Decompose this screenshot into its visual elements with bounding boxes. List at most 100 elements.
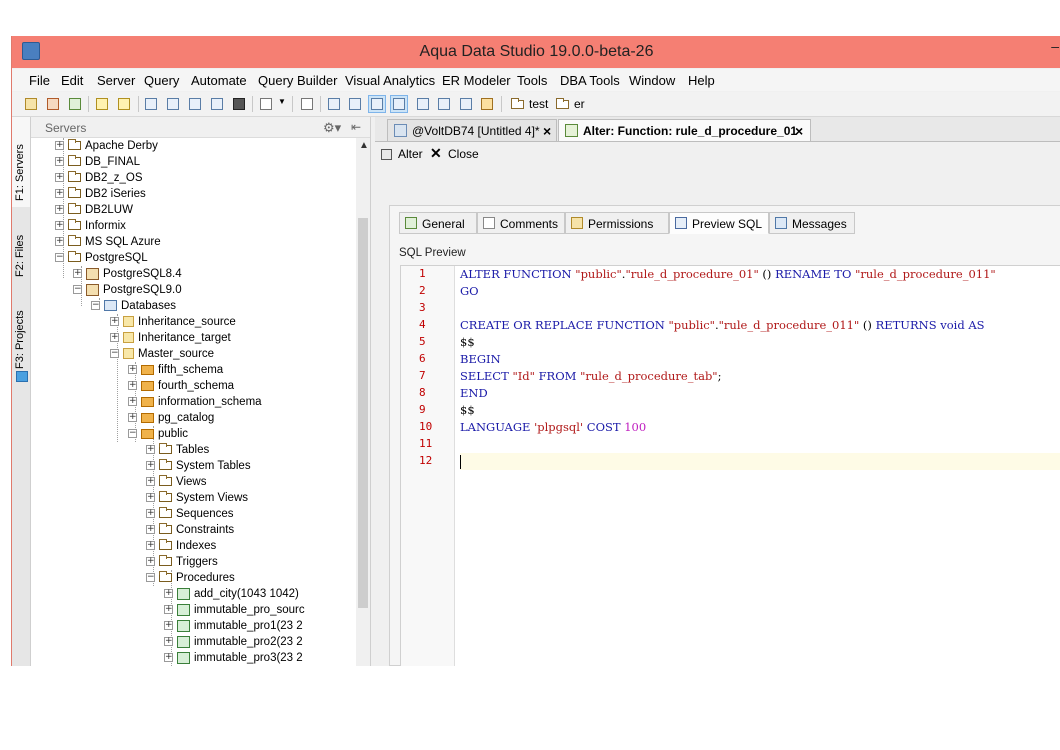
pivot-view-icon[interactable]: [458, 96, 474, 112]
expand-icon[interactable]: +: [110, 332, 119, 343]
menu-visual-analytics[interactable]: Visual Analytics: [345, 73, 436, 88]
tree-node[interactable]: +Triggers: [146, 554, 218, 570]
tab-comments[interactable]: Comments: [477, 212, 565, 234]
expand-icon[interactable]: +: [55, 188, 64, 199]
collapse-icon[interactable]: −: [146, 572, 155, 583]
code-line[interactable]: [460, 436, 1060, 453]
chart-view-icon[interactable]: [479, 96, 495, 112]
tree-node[interactable]: +Inheritance_source: [110, 314, 236, 330]
tree-node[interactable]: +DB2_z_OS: [55, 170, 143, 186]
code-line[interactable]: [460, 453, 1060, 470]
expand-icon[interactable]: +: [110, 316, 119, 327]
expand-icon[interactable]: +: [55, 204, 64, 215]
expand-icon[interactable]: +: [164, 652, 173, 663]
expand-icon[interactable]: +: [164, 620, 173, 631]
menu-dba-tools[interactable]: DBA Tools: [560, 73, 620, 88]
list-view-icon[interactable]: [436, 96, 452, 112]
layout-split-icon[interactable]: [368, 95, 386, 113]
bookmark-er[interactable]: er: [574, 97, 585, 111]
expand-icon[interactable]: +: [146, 524, 155, 535]
connect-icon[interactable]: [94, 96, 110, 112]
script-icon[interactable]: [299, 96, 315, 112]
code-line[interactable]: SELECT "Id" FROM "rule_d_procedure_tab";: [460, 368, 1060, 385]
tree-node[interactable]: +DB_FINAL: [55, 154, 140, 170]
tree-node[interactable]: +fourth_schema: [128, 378, 234, 394]
code-line[interactable]: ALTER FUNCTION "public"."rule_d_procedur…: [460, 266, 1060, 283]
layout-grid-icon[interactable]: [390, 95, 408, 113]
code-line[interactable]: END: [460, 385, 1060, 402]
tab-general[interactable]: General: [399, 212, 477, 234]
close-icon[interactable]: ×: [795, 123, 804, 139]
tree-node[interactable]: +DB2LUW: [55, 202, 133, 218]
tree-node[interactable]: +System Tables: [146, 458, 251, 474]
expand-icon[interactable]: +: [128, 396, 137, 407]
tree-node[interactable]: +pg_catalog: [128, 410, 214, 426]
tree-scrollbar[interactable]: ▲: [356, 138, 370, 666]
code-line[interactable]: $$: [460, 402, 1060, 419]
expand-icon[interactable]: +: [146, 460, 155, 471]
tab-alter-function[interactable]: Alter: Function: rule_d_procedure_01 ×: [558, 119, 811, 141]
tab-servers[interactable]: F1: Servers: [12, 117, 30, 207]
menu-tools[interactable]: Tools: [517, 73, 548, 88]
minimize-panel-icon[interactable]: ⇤: [351, 120, 362, 134]
tree-node[interactable]: +immutable_pro_sourc: [164, 602, 305, 618]
tree-node[interactable]: +Apache Derby: [55, 138, 158, 154]
tree-node[interactable]: −Master_source: [110, 346, 214, 362]
dropdown-arrow-icon[interactable]: ▼: [278, 97, 286, 106]
expand-icon[interactable]: +: [55, 220, 64, 231]
tree-node[interactable]: +Constraints: [146, 522, 234, 538]
expand-icon[interactable]: +: [146, 492, 155, 503]
expand-icon[interactable]: +: [146, 444, 155, 455]
tree-node[interactable]: +DB2 iSeries: [55, 186, 146, 202]
server-properties-icon[interactable]: [67, 96, 83, 112]
expand-icon[interactable]: +: [164, 604, 173, 615]
collapse-icon[interactable]: −: [91, 300, 100, 311]
tree-node[interactable]: +Inheritance_target: [110, 330, 231, 346]
code-line[interactable]: GO: [460, 283, 1060, 300]
menu-help[interactable]: Help: [688, 73, 715, 88]
tree-node[interactable]: +immutable_pro2(23 2: [164, 634, 303, 650]
tree-view-icon[interactable]: [415, 96, 431, 112]
menu-automate[interactable]: Automate: [191, 73, 247, 88]
er-diagram-icon[interactable]: [209, 96, 225, 112]
tab-permissions[interactable]: Permissions: [565, 212, 669, 234]
tree-node[interactable]: +MS SQL Azure: [55, 234, 161, 250]
code-line[interactable]: $$: [460, 334, 1060, 351]
scroll-thumb[interactable]: [358, 218, 368, 608]
expand-icon[interactable]: +: [55, 140, 64, 151]
tab-projects[interactable]: F3: Projects: [12, 287, 30, 382]
expand-icon[interactable]: +: [164, 588, 173, 599]
tree-node[interactable]: +information_schema: [128, 394, 262, 410]
scroll-up-icon[interactable]: ▲: [359, 140, 369, 151]
expand-icon[interactable]: +: [128, 380, 137, 391]
tab-untitled-4[interactable]: @VoltDB74 [Untitled 4]* ×: [387, 119, 557, 141]
menu-er-modeler[interactable]: ER Modeler: [442, 73, 511, 88]
grid-view-icon[interactable]: [326, 96, 342, 112]
alter-button[interactable]: Alter: [398, 147, 423, 161]
tree-node[interactable]: +Indexes: [146, 538, 216, 554]
collapse-icon[interactable]: −: [128, 428, 137, 439]
query-window-icon[interactable]: [143, 96, 159, 112]
terminal-icon[interactable]: [231, 96, 247, 112]
tree-node[interactable]: +Sequences: [146, 506, 234, 522]
expand-icon[interactable]: +: [164, 636, 173, 647]
expand-icon[interactable]: +: [146, 556, 155, 567]
code-line[interactable]: LANGUAGE 'plpgsql' COST 100: [460, 419, 1060, 436]
menu-window[interactable]: Window: [629, 73, 676, 88]
expand-icon[interactable]: +: [73, 268, 82, 279]
disconnect-icon[interactable]: [116, 96, 132, 112]
edit-server-icon[interactable]: [45, 96, 61, 112]
tab-messages[interactable]: Messages: [769, 212, 855, 234]
tree-node[interactable]: +Informix: [55, 218, 126, 234]
code-line[interactable]: BEGIN: [460, 351, 1060, 368]
collapse-icon[interactable]: −: [73, 284, 82, 295]
tree-node[interactable]: +immutable_pro1(23 2: [164, 618, 303, 634]
code-line[interactable]: CREATE OR REPLACE FUNCTION "public"."rul…: [460, 317, 1060, 334]
expand-icon[interactable]: +: [146, 508, 155, 519]
menu-query[interactable]: Query: [144, 73, 180, 88]
menu-query-builder[interactable]: Query Builder: [258, 73, 338, 88]
tab-preview-sql[interactable]: Preview SQL: [669, 212, 769, 234]
menu-server[interactable]: Server: [97, 73, 136, 88]
tree-node[interactable]: +System Views: [146, 490, 248, 506]
